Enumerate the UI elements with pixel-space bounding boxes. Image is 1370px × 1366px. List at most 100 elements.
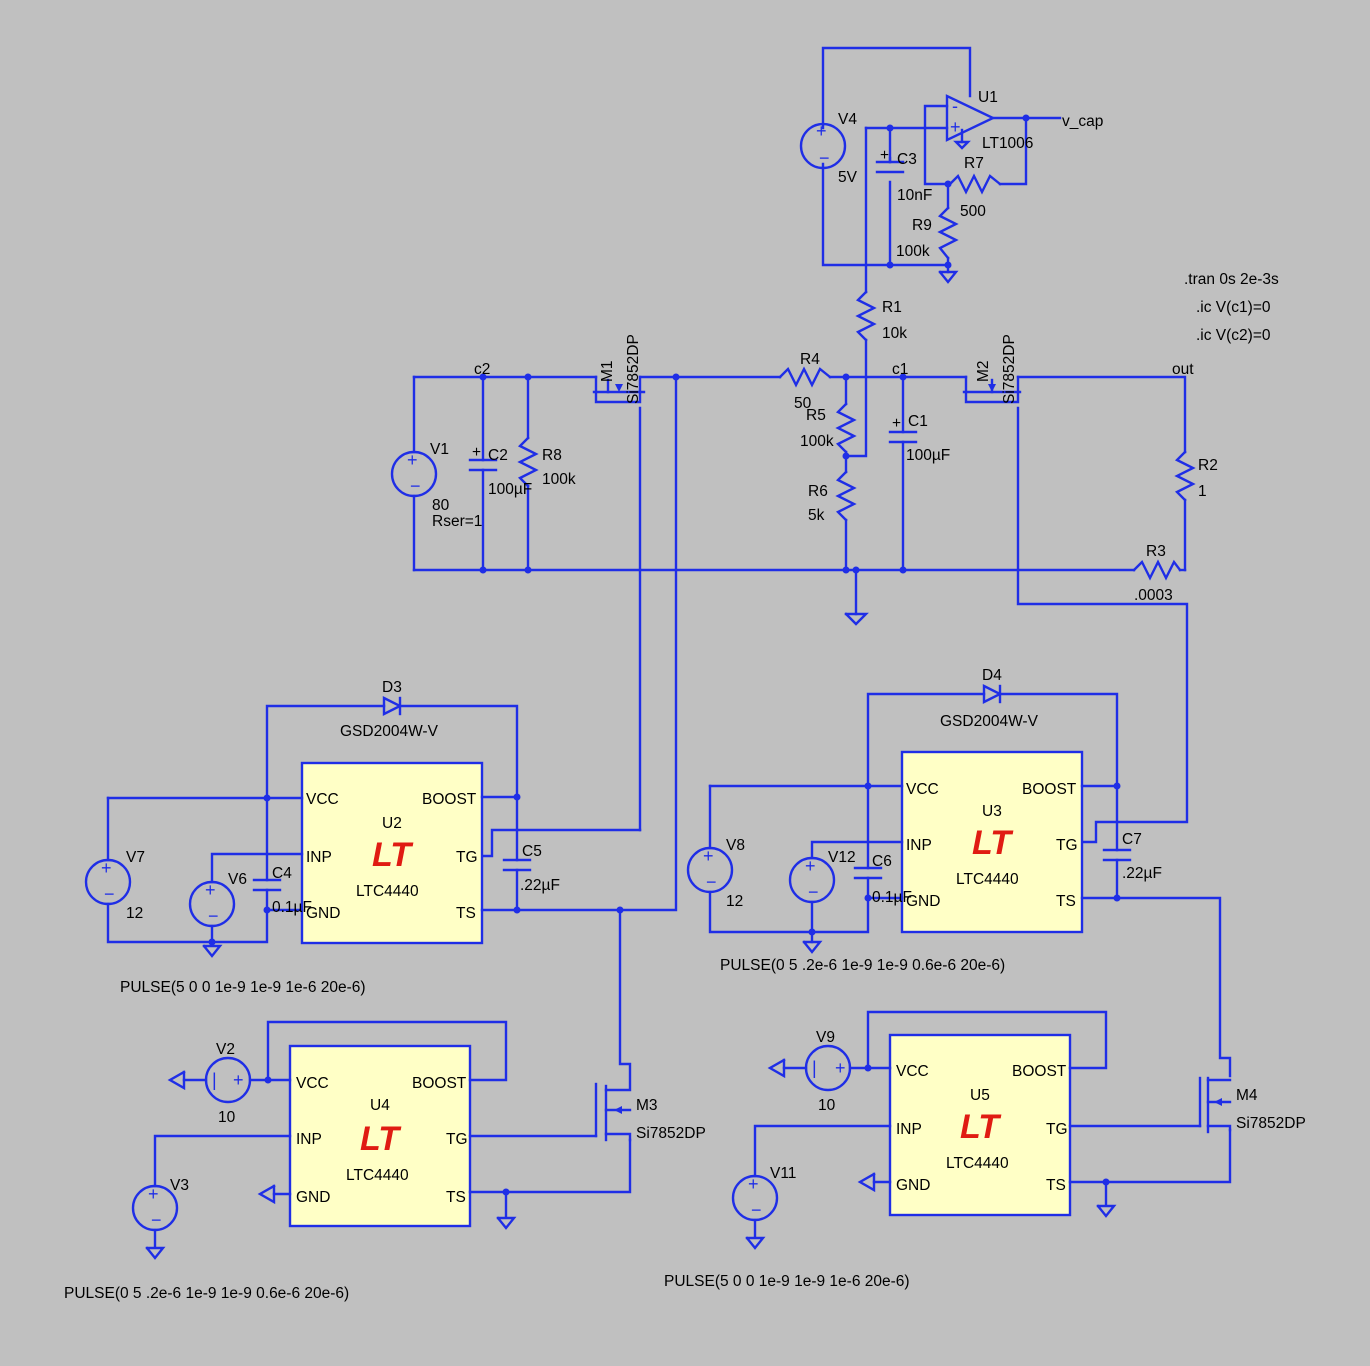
u3-pin-gnd: GND [906,893,940,910]
u5-pin-ts: TS [1046,1177,1066,1194]
c7-ref: C7 [1122,831,1142,848]
r1-ref: R1 [882,299,902,316]
d3-part: GSD2004W-V [340,723,439,740]
u4-pin-tg: TG [446,1131,468,1148]
svg-text:+: + [205,880,216,900]
v8-ref: V8 [726,837,745,854]
u2-ref: U2 [382,815,402,832]
u3-pin-tg: TG [1056,837,1078,854]
u4-lt-logo: LT [360,1120,402,1158]
driver-u3-section: + − + − VCC BOOST INP TG GND TS U3 LT LT… [686,667,1232,1078]
r5-ref: R5 [806,407,826,424]
u3-pin-vcc: VCC [906,781,939,798]
opamp-section: - + + − + U1 LT1006 v_cap V4 5V C3 10nF … [799,46,1103,294]
svg-text:+: + [880,147,889,164]
u2-part: LTC4440 [356,883,419,900]
svg-text:−: − [151,1210,162,1230]
net-v-cap: v_cap [1062,113,1103,130]
m3-part: Si7852DP [636,1125,706,1142]
c4-ref: C4 [272,865,292,882]
r7-value: 500 [960,203,986,220]
v4-ref: V4 [838,111,857,128]
u2-chip [300,761,484,945]
r4-ref: R4 [800,351,820,368]
m2-part: Si7852DP [1001,334,1018,404]
r9-value: 100k [896,243,930,260]
u2-pin-boost: BOOST [422,791,477,808]
d4-part: GSD2004W-V [940,713,1039,730]
c7-value: .22µF [1122,865,1162,882]
svg-text:+: + [950,117,961,137]
driver-u2-section: + − + − VCC BOOST INP TG GND TS U2 LT LT… [84,679,624,996]
m4-part: Si7852DP [1236,1115,1306,1132]
v9-value: 10 [818,1097,836,1114]
d4-ref: D4 [982,667,1002,684]
svg-text:−: − [104,884,115,904]
svg-text:+: + [407,450,418,470]
u5-chip [888,1033,1072,1217]
directive-ic-c1: .ic V(c1)=0 [1196,299,1271,316]
m3-ref: M3 [636,1097,658,1114]
v2-value: 10 [218,1109,236,1126]
svg-text:-: - [952,96,958,116]
svg-text:+: + [101,858,112,878]
v1-value: 80 [432,497,450,514]
driver-u4-section: | + + − VCC BOOST INP TG GND TS U4 LT LT… [64,908,706,1302]
svg-text:−: − [819,148,830,168]
u5-part: LTC4440 [946,1155,1009,1172]
c3-ref: C3 [897,151,917,168]
u4-ref: U4 [370,1097,390,1114]
r2-ref: R2 [1198,457,1218,474]
u5-pin-boost: BOOST [1012,1063,1067,1080]
r2-value: 1 [1198,483,1207,500]
svg-text:+: + [148,1184,159,1204]
v8-value: 12 [726,893,743,910]
r8-ref: R8 [542,447,562,464]
r3-ref: R3 [1146,543,1166,560]
directive-tran: .tran 0s 2e-3s [1184,271,1279,288]
u2-pin-ts: TS [456,905,476,922]
svg-text:+: + [835,1058,846,1078]
u2-pin-tg: TG [456,849,478,866]
m1-part: Si7852DP [625,334,642,404]
r3-value: .0003 [1134,587,1173,604]
svg-text:|: | [812,1058,817,1078]
c5-value: .22µF [520,877,560,894]
v9-ref: V9 [816,1029,835,1046]
v4-value: 5V [838,169,858,186]
c4-value: 0.1µF [272,899,312,916]
u3-ref: U3 [982,803,1002,820]
u5-pin-tg: TG [1046,1121,1068,1138]
c1-value: 100µF [906,447,950,464]
u5-pin-gnd: GND [896,1177,930,1194]
u2-pin-gnd: GND [306,905,340,922]
svg-text:+: + [472,444,481,461]
v7-value: 12 [126,905,143,922]
svg-text:−: − [410,476,421,496]
u5-ref: U5 [970,1087,990,1104]
u3-chip [900,750,1084,934]
u4-pin-boost: BOOST [412,1075,467,1092]
v11-ref: V11 [770,1165,796,1182]
svg-text:+: + [703,846,714,866]
svg-text:+: + [233,1070,244,1090]
m2-ref: M2 [975,360,992,382]
c6-ref: C6 [872,853,892,870]
svg-text:−: − [208,906,219,926]
v3-ref: V3 [170,1177,189,1194]
u4-pin-gnd: GND [296,1189,330,1206]
svg-text:+: + [892,415,901,432]
u3-pin-ts: TS [1056,893,1076,910]
svg-text:−: − [808,882,819,902]
u5-lt-logo: LT [960,1108,1002,1146]
u5-pin-vcc: VCC [896,1063,929,1080]
u2-pin-vcc: VCC [306,791,339,808]
u3-lt-logo: LT [972,824,1014,862]
r1-value: 10k [882,325,907,342]
u4-pin-ts: TS [446,1189,466,1206]
r6-ref: R6 [808,483,828,500]
d3-ref: D3 [382,679,402,696]
u2-pin-inp: INP [306,849,332,866]
net-c1: c1 [892,361,908,378]
